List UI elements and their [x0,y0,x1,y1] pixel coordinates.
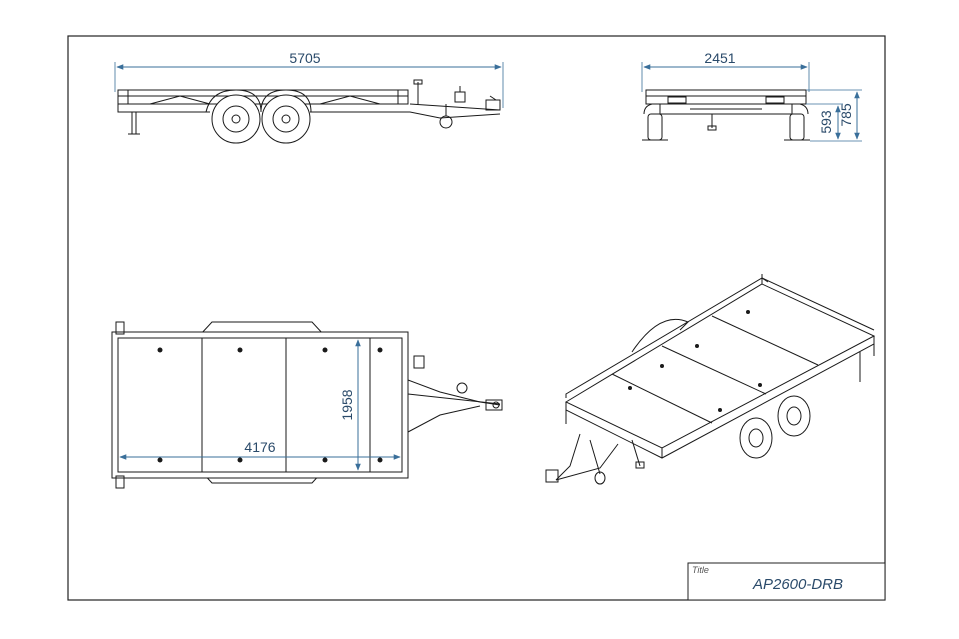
dim-top-length: 4176 [244,439,275,455]
dim-rear-width: 2451 [704,50,735,66]
side-view [117,79,501,144]
dim-top-width: 1958 [339,389,355,420]
title-label: Title [692,565,709,575]
dim-side-length: 5705 [289,50,320,66]
top-view [111,321,503,489]
dim-rear-height-total: 785 [838,103,854,127]
dim-rear-height-deck: 593 [818,110,834,134]
isometric-view [545,274,876,485]
drawing-border [67,35,886,601]
side-dimension: 5705 [114,50,504,108]
side-wheels [205,89,312,144]
rear-view [642,89,810,141]
rear-dimensions: 2451 593 785 [641,50,862,142]
title-block: Title AP2600-DRB [687,562,886,601]
top-dimensions: 4176 1958 [119,339,401,471]
title-value: AP2600-DRB [752,576,843,593]
